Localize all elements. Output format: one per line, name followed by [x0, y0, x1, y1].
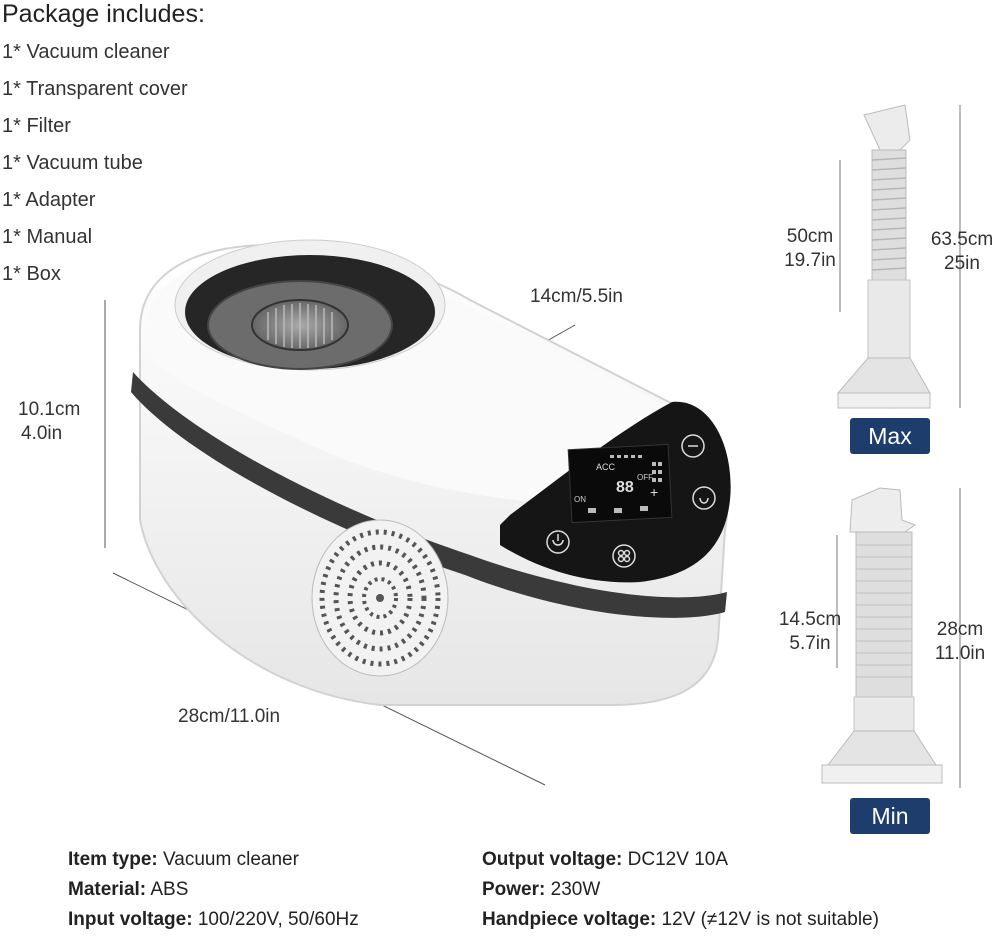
- tube-max: [836, 104, 931, 409]
- spec-label: Handpiece voltage:: [482, 909, 657, 930]
- mode-button[interactable]: [681, 434, 705, 458]
- lcd-display: [567, 443, 673, 524]
- specs-right: Output voltage: DC12V 10A Power: 230W Ha…: [482, 845, 879, 935]
- fan-button[interactable]: [692, 486, 716, 510]
- list-item: 1* Filter: [2, 115, 71, 137]
- spec-handpiece-voltage: Handpiece voltage: 12V (≠12V is not suit…: [482, 905, 879, 935]
- list-item: 1* Transparent cover: [2, 78, 188, 100]
- height-in: 4.0in: [21, 423, 63, 444]
- lcd-off: OFF: [637, 473, 653, 482]
- lcd-digits: 88: [616, 479, 634, 496]
- lcd-plus: +: [650, 484, 658, 500]
- list-item: 1* Manual: [2, 226, 93, 248]
- min-inner-cm: 14.5cm: [778, 609, 842, 630]
- spec-value: 12V (≠12V is not suitable): [656, 909, 879, 930]
- spec-input-voltage: Input voltage: 100/220V, 50/60Hz: [68, 905, 359, 935]
- spec-value: 100/220V, 50/60Hz: [192, 909, 359, 930]
- filter-opening: [174, 239, 446, 371]
- max-inner-dimension: 50cm 19.7in: [772, 225, 848, 273]
- package-title: Package includes:: [2, 0, 205, 28]
- spec-label: Item type:: [68, 849, 158, 870]
- spec-power: Power: 230W: [482, 875, 879, 905]
- spec-item-type: Item type: Vacuum cleaner: [68, 845, 359, 875]
- max-inner-in: 19.7in: [784, 250, 836, 271]
- spec-value: Vacuum cleaner: [157, 849, 299, 870]
- package-list: 1* Vacuum cleaner 1* Transparent cover 1…: [2, 38, 188, 297]
- spec-label: Material:: [68, 879, 147, 900]
- list-item: 1* Box: [2, 263, 61, 285]
- spec-label: Input voltage:: [68, 909, 193, 930]
- list-item: 1* Vacuum cleaner: [2, 41, 170, 63]
- height-dimension: 10.1cm 4.0in: [18, 398, 80, 446]
- length-dimension: 28cm/11.0in: [178, 706, 281, 727]
- spec-label: Power:: [482, 879, 546, 900]
- max-outer-dimension: 63.5cm 25in: [924, 228, 1000, 276]
- spec-value: 230W: [545, 879, 601, 900]
- min-inner-in: 5.7in: [789, 633, 831, 654]
- min-inner-dimension: 14.5cm 5.7in: [764, 608, 856, 656]
- list-item: 1* Vacuum tube: [2, 152, 143, 174]
- spec-label: Output voltage:: [482, 849, 623, 870]
- spec-output-voltage: Output voltage: DC12V 10A: [482, 845, 879, 875]
- speed-button[interactable]: [612, 544, 636, 568]
- max-inner-cm: 50cm: [786, 226, 834, 247]
- list-item: 1* Adapter: [2, 189, 96, 211]
- min-outer-dimension: 28cm 11.0in: [920, 618, 1000, 666]
- max-outer-in: 25in: [944, 253, 980, 274]
- max-outer-cm: 63.5cm: [930, 229, 994, 250]
- tube-min: [821, 487, 943, 784]
- lcd-on: ON: [574, 495, 586, 504]
- height-cm: 10.1cm: [18, 399, 81, 420]
- max-tag: Max: [850, 418, 930, 454]
- lcd-brand: ACC: [596, 462, 616, 472]
- vent-grille-icon: [311, 519, 449, 677]
- spec-value: DC12V 10A: [622, 849, 729, 870]
- spec-material: Material: ABS: [68, 875, 359, 905]
- specs-left: Item type: Vacuum cleaner Material: ABS …: [68, 845, 359, 935]
- min-outer-cm: 28cm: [936, 619, 984, 640]
- power-button[interactable]: [546, 530, 570, 554]
- control-panel: ACC 88 ON OFF +: [500, 401, 731, 583]
- min-outer-in: 11.0in: [934, 643, 986, 664]
- spec-value: ABS: [146, 879, 189, 900]
- depth-dimension: 14cm/5.5in: [530, 286, 623, 307]
- min-tag: Min: [850, 798, 930, 834]
